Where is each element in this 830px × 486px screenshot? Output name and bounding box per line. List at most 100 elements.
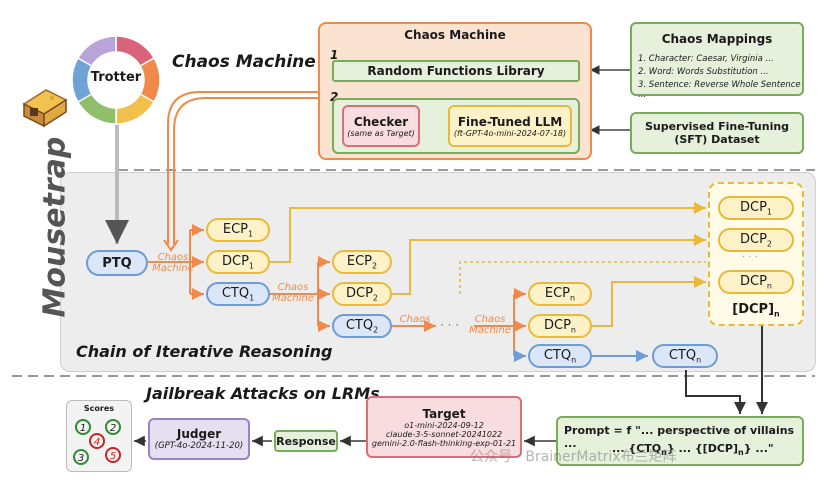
checker-box: Checker (same as Target) — [342, 105, 420, 147]
chaos-mappings-title: Chaos Mappings — [661, 32, 773, 46]
ecpn-base: ECP — [544, 285, 571, 301]
dcp2-node: DCP2 — [332, 282, 392, 306]
ctqn2-sub: n — [696, 355, 702, 365]
score-2: 2 — [105, 419, 121, 435]
chaos-machine-label-3: Chaos — [392, 314, 438, 325]
machine-word-4: Machine — [469, 325, 511, 336]
ctqn-node: CTQn — [528, 344, 592, 368]
chain-title: Chain of Iterative Reasoning — [76, 342, 333, 361]
score-3: 3 — [73, 449, 89, 465]
checker-sub: (same as Target) — [347, 128, 415, 138]
jailbreak-title: Jailbreak Attacks on LRMs — [146, 384, 380, 403]
mapping-line-2: 2. Word: Words Substitution ... — [638, 67, 769, 77]
random-functions-label: Random Functions Library — [367, 64, 545, 78]
ptq-node: PTQ — [86, 250, 148, 276]
machine-word-2: Machine — [272, 293, 314, 304]
chaos-machine-label-4: Chaos Machine — [466, 314, 514, 336]
chaos-machine-box-title: Chaos Machine — [404, 28, 506, 42]
target-model-1: o1-mini-2024-09-12 — [404, 420, 484, 430]
sft-dataset-box: Supervised Fine-Tuning (SFT) Dataset — [630, 112, 804, 154]
chaos-word-1: Chaos — [157, 252, 189, 263]
dcp1-sub: 1 — [248, 261, 255, 271]
mousetrap-title: Mousetrap — [37, 136, 73, 318]
ecp1-node: ECP1 — [206, 218, 270, 242]
llm-sub: (ft-GPT-4o-mini-2024-07-18) — [453, 128, 567, 138]
prompt-line-2: ... {CTQn} ... {[DCP]n} ..." — [612, 442, 774, 457]
dcp-list-label: [DCP]n — [708, 302, 804, 319]
dcp-list-sub: n — [774, 309, 780, 319]
chaos-word-3: Chaos — [399, 314, 431, 325]
ecp2-base: ECP — [346, 253, 373, 269]
fine-tuned-llm-box: Fine-Tuned LLM (ft-GPT-4o-mini-2024-07-1… — [448, 105, 572, 147]
ptq-label: PTQ — [102, 255, 132, 271]
prompt-line2-c: } ..." — [743, 442, 774, 455]
ecp2-sub: 2 — [372, 261, 378, 271]
ctqn2-base: CTQ — [668, 347, 697, 363]
llm-title: Fine-Tuned LLM — [457, 114, 563, 129]
trotter-segment — [76, 35, 117, 68]
dcp-list-base: [DCP] — [732, 302, 775, 317]
ctq1-base: CTQ — [221, 285, 250, 301]
score-1: 1 — [75, 419, 91, 435]
scores-title: Scores — [83, 404, 115, 413]
dcp-list-item-2: DCP2 — [718, 228, 794, 252]
sft-line-1: Supervised Fine-Tuning — [644, 120, 790, 133]
ctq2-base: CTQ — [345, 317, 374, 333]
response-box: Response — [274, 430, 338, 452]
random-functions-library: Random Functions Library — [332, 60, 580, 82]
dcp2-base: DCP — [345, 285, 373, 301]
r-dcpn-base: DCP — [739, 273, 767, 289]
ecpn-sub: n — [570, 293, 576, 303]
dcpn-sub: n — [570, 325, 576, 335]
r-dcp1-base: DCP — [739, 199, 767, 215]
dcp2-sub: 2 — [372, 293, 379, 303]
ecp1-base: ECP — [222, 221, 249, 237]
response-label: Response — [276, 434, 336, 448]
dcpn-base: DCP — [543, 317, 571, 333]
chaos-machine-label-1: Chaos Machine — [150, 252, 196, 274]
judger-box: Judger (GPT-4o-2024-11-20) — [148, 418, 250, 460]
prompt-line-1: Prompt = f "... perspective of villains … — [564, 424, 795, 450]
chaos-mappings-box: Chaos Mappings 1. Character: Caesar, Vir… — [630, 22, 804, 100]
ctq1-sub: 1 — [249, 293, 255, 303]
prompt-line2-a: ... {CTQ — [612, 442, 662, 455]
dcp-list-dots: · · · — [742, 252, 758, 263]
ctq2-node: CTQ2 — [332, 314, 392, 338]
score-5: 5 — [105, 447, 121, 463]
r-dcp1-sub: 1 — [766, 207, 773, 217]
ctqn-final-node: CTQn — [652, 344, 718, 368]
step-2-label: 2 — [330, 90, 339, 104]
chaos-machine-label-2: Chaos Machine — [270, 282, 316, 304]
r-dcp2-sub: 2 — [766, 239, 773, 249]
target-title: Target — [422, 406, 466, 421]
ecpn-node: ECPn — [528, 282, 592, 306]
checker-title: Checker — [353, 114, 409, 129]
machine-word-1: Machine — [152, 263, 194, 274]
judger-sub: (GPT-4o-2024-11-20) — [154, 441, 244, 451]
score-4: 4 — [89, 433, 105, 449]
target-model-3: gemini-2.0-flash-thinking-exp-01-21 — [371, 438, 517, 448]
target-box: Target o1-mini-2024-09-12 claude-3-5-son… — [366, 396, 522, 458]
mapping-line-1: 1. Character: Caesar, Virginia ... — [638, 54, 774, 64]
dcp1-base: DCP — [221, 253, 249, 269]
ctq2-sub: 2 — [373, 325, 379, 335]
dcp-list-item-1: DCP1 — [718, 196, 794, 220]
r-dcpn-sub: n — [766, 281, 772, 291]
trotter-center — [89, 53, 143, 107]
r-dcp2-base: DCP — [739, 231, 767, 247]
chaos-machine-box: Chaos Machine 1 Random Functions Library… — [318, 22, 592, 160]
judger-title: Judger — [176, 427, 222, 441]
trotter-wheel — [71, 35, 161, 125]
cheese-icon — [20, 84, 70, 128]
dots-middle: · · · — [440, 318, 460, 332]
watermark: 公众号 · BrainerMatrix布兰矩阵 — [470, 449, 677, 465]
trotter-label: Trotter — [90, 70, 142, 85]
chaos-machine-section-title: Chaos Machine — [172, 52, 316, 72]
mapping-line-3: 3. Sentence: Reverse Whole Sentence ... — [638, 80, 801, 100]
ctq1-node: CTQ1 — [206, 282, 270, 306]
step-1-label: 1 — [330, 48, 339, 62]
ctqn-sub: n — [571, 355, 577, 365]
chaos-word-4: Chaos — [474, 314, 506, 325]
sft-line-2: (SFT) Dataset — [674, 133, 760, 146]
prompt-line2-sub2: n — [738, 448, 744, 458]
